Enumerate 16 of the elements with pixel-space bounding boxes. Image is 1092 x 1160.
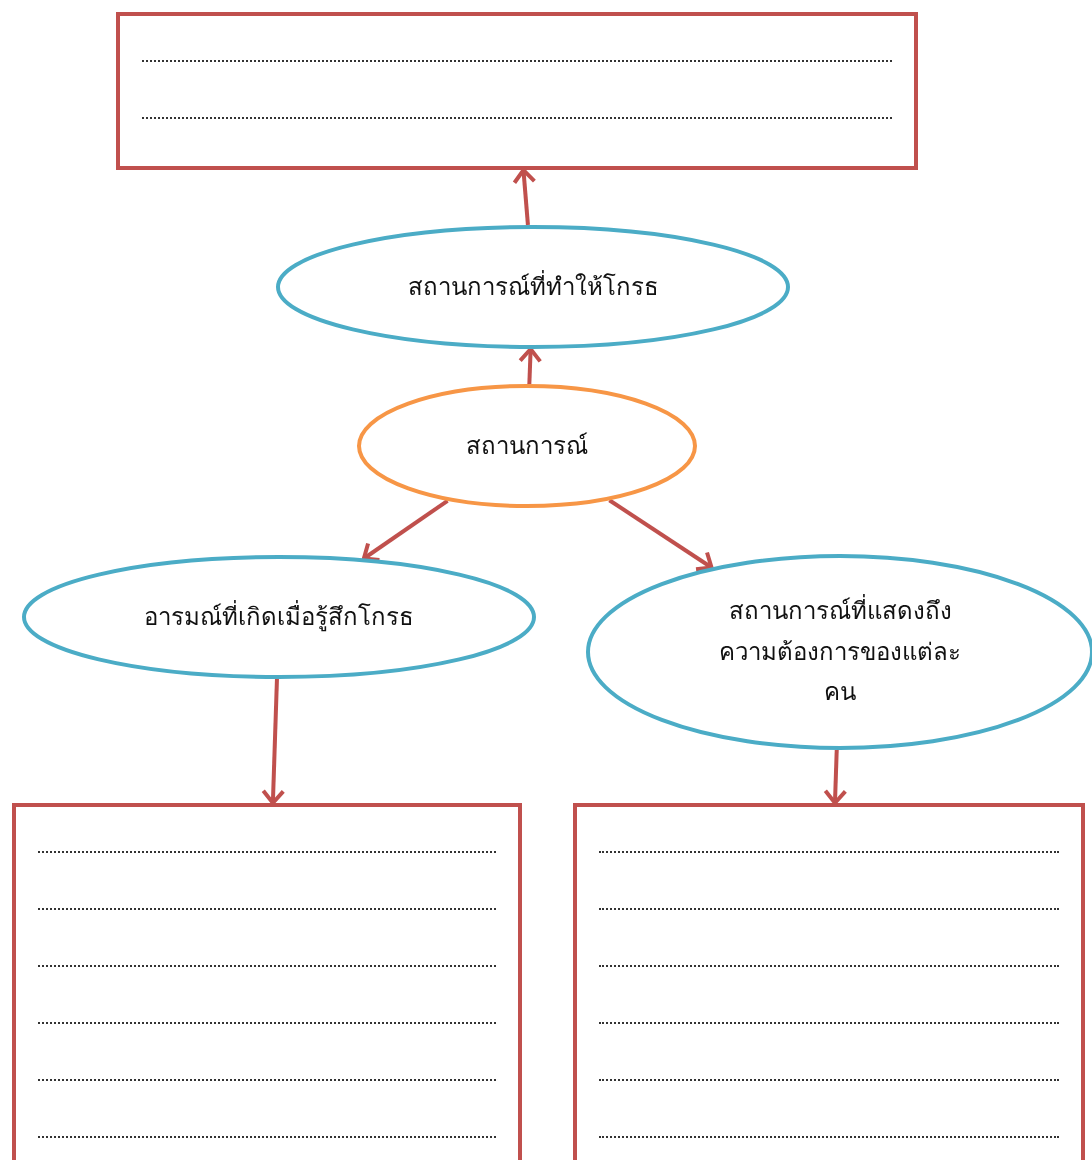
node-label: อารมณ์ที่เกิดเมื่อรู้สึกโกรธ — [143, 599, 415, 634]
node-label: สถานการณ์ — [465, 430, 589, 462]
node-label: สถานการณ์ที่ทำให้โกรธ — [406, 269, 660, 303]
oval-node — [357, 384, 697, 508]
arrow — [261, 678, 286, 805]
oval-node — [22, 555, 536, 679]
arrow — [608, 498, 714, 572]
answer-box — [573, 803, 1085, 1160]
answer-box — [12, 803, 522, 1160]
node-label: สถานการณ์ที่แสดงถึงความต้องการของแต่ละคน — [718, 593, 962, 709]
arrow — [361, 499, 449, 562]
arrow — [512, 168, 537, 226]
arrow — [823, 749, 848, 805]
answer-box — [116, 12, 918, 170]
oval-node — [276, 225, 790, 349]
arrow — [518, 347, 543, 385]
